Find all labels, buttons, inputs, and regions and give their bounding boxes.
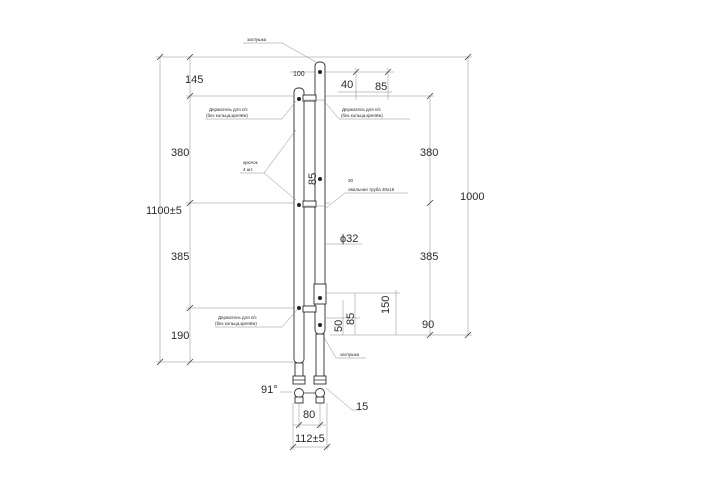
dim-385-left: 385 xyxy=(171,251,189,263)
dim-40: 40 xyxy=(341,79,353,91)
left-dimension-chain xyxy=(156,53,472,366)
label-30: 30 xyxy=(348,178,354,183)
top-dimensions xyxy=(290,68,394,100)
annotation-leaders xyxy=(205,42,410,359)
dim-150: 150 xyxy=(380,296,392,314)
label-hook-1: крючок xyxy=(243,160,258,165)
dim-15: 15 xyxy=(356,401,368,413)
dim-100: 100 xyxy=(293,71,305,78)
bottom-dimensions xyxy=(280,387,360,451)
label-holder-left-bottom-2: (без кольца,крепёж) xyxy=(215,321,257,326)
lower-dimensions xyxy=(326,290,400,335)
bottom-valves xyxy=(292,333,327,404)
dim-380-left: 380 xyxy=(171,147,189,159)
dim-112: 112±5 xyxy=(295,433,325,445)
dim-85-mid: 85 xyxy=(307,173,319,185)
dim-85-low: 85 xyxy=(345,313,357,325)
label-holder-right-top-2: (без кольца,крепёж) xyxy=(341,113,383,118)
dim-angle: 91° xyxy=(261,384,278,396)
left-pipe xyxy=(293,87,305,364)
label-top-cap: заглушка xyxy=(247,37,267,42)
crossbars xyxy=(302,94,327,313)
dim-190: 190 xyxy=(171,330,189,342)
dim-85-top: 85 xyxy=(375,81,387,93)
right-dimension-chain xyxy=(318,53,472,339)
dim-385-right: 385 xyxy=(420,251,438,263)
label-hook-2: 4 шт. xyxy=(243,167,253,172)
dim-90: 90 xyxy=(422,319,434,331)
dim-50: 50 xyxy=(333,320,345,332)
label-bottom-cap: заглушка xyxy=(340,352,360,357)
dim-380-right: 380 xyxy=(420,147,438,159)
label-holder-left-top-2: (без кольца,крепёж) xyxy=(206,113,248,118)
label-holder-left-bottom-1: Держатель для п/с xyxy=(218,315,258,320)
label-holder-left-top-1: Держатель для п/с xyxy=(209,107,249,112)
dim-1000: 1000 xyxy=(460,191,484,203)
label-holder-right-top-1: Держатель для п/с xyxy=(342,107,382,112)
dim-145: 145 xyxy=(185,74,203,86)
dim-80: 80 xyxy=(303,409,315,421)
label-oval-pipe: овальная труба 30x15 xyxy=(348,187,395,192)
dim-total-left: 1100±5 xyxy=(146,205,182,217)
dim-diameter: ϕ32 xyxy=(340,233,358,245)
hook-dots xyxy=(297,70,322,327)
